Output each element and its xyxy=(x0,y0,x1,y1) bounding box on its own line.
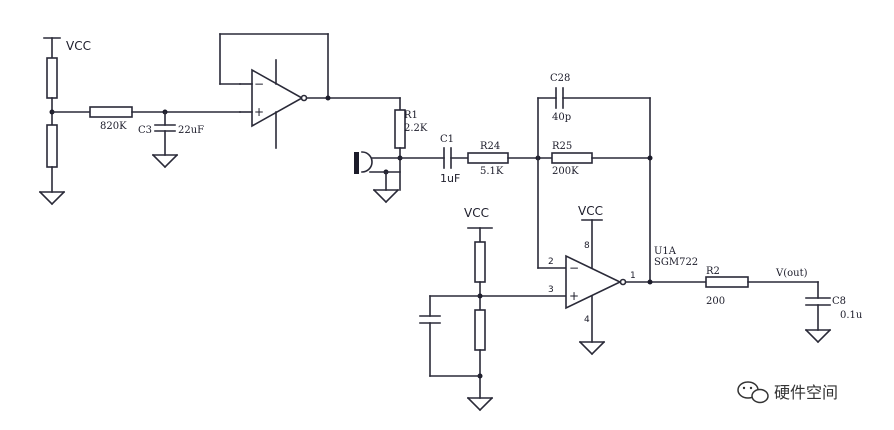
ground-symbol xyxy=(151,153,179,169)
vcc-label-opamp: VCC xyxy=(578,204,603,218)
r24-value-label: 5.1K xyxy=(480,166,504,177)
ground-symbol xyxy=(38,190,66,206)
c28-name-label: C28 xyxy=(550,73,570,84)
watermark-text: 硬件空间 xyxy=(774,383,838,402)
bias-resistor-upper xyxy=(474,241,486,283)
r25-name-label: R25 xyxy=(552,141,572,152)
vout-label: V(out) xyxy=(775,268,808,279)
ground-symbol xyxy=(466,396,494,412)
c8-name-label: C8 xyxy=(832,296,846,307)
buffer-opamp xyxy=(251,68,304,128)
r2-value-label: 200 xyxy=(706,296,725,307)
ground-symbol xyxy=(372,188,400,204)
vcc-label-bias: VCC xyxy=(464,206,489,220)
resistor-r25 xyxy=(551,152,593,164)
buffer-plus-sign: + xyxy=(254,105,264,119)
c3-value-label: 22uF xyxy=(178,125,204,136)
input-coupling-section xyxy=(354,97,553,204)
pin-2-label: 2 xyxy=(548,257,554,267)
amplifier-section xyxy=(479,87,832,356)
c1-name-label: C1 xyxy=(440,134,454,145)
c1-value-label: 1uF xyxy=(440,172,460,185)
pin-1-label: 1 xyxy=(630,271,636,281)
microphone-symbol xyxy=(354,151,401,174)
r1-value-label: 2.2K xyxy=(404,123,428,134)
c8-value-label: 0.1u xyxy=(840,310,863,321)
r820k-label: 820K xyxy=(100,121,127,132)
u1a-part-label: SGM722 xyxy=(654,257,698,268)
ground-symbol xyxy=(804,328,832,344)
pin-3-label: 3 xyxy=(548,285,554,295)
divider-resistor-upper xyxy=(46,57,58,99)
opamp-u1a xyxy=(565,254,622,310)
ground-symbol xyxy=(578,340,606,356)
pin-4-label: 4 xyxy=(584,315,590,325)
r25-value-label: 200K xyxy=(552,166,579,177)
u1a-plus-sign: + xyxy=(569,289,579,303)
bias-resistor-lower xyxy=(474,309,486,351)
vcc-divider-section xyxy=(38,33,401,206)
resistor-r24 xyxy=(467,152,509,164)
wechat-icon xyxy=(737,381,769,404)
output-bubble xyxy=(619,278,627,286)
output-bubble xyxy=(300,94,308,102)
resistor-820k xyxy=(89,106,133,118)
c3-name-label: C3 xyxy=(138,125,152,136)
u1a-name-label: U1A xyxy=(654,246,677,257)
r24-name-label: R24 xyxy=(480,141,500,152)
r2-name-label: R2 xyxy=(706,266,720,277)
pin-8-label: 8 xyxy=(584,241,590,251)
r1-name-label: R1 xyxy=(404,110,418,121)
vcc-label-top: VCC xyxy=(66,39,91,53)
junction-dot xyxy=(647,279,653,285)
buffer-minus-sign: − xyxy=(254,77,264,91)
resistor-r2 xyxy=(705,276,749,288)
bias-divider-section xyxy=(419,227,494,412)
junction-dot xyxy=(647,155,653,161)
u1a-minus-sign: − xyxy=(569,261,579,275)
divider-resistor-lower xyxy=(46,124,58,168)
c28-value-label: 40p xyxy=(552,112,571,123)
junction-dot xyxy=(325,95,331,101)
